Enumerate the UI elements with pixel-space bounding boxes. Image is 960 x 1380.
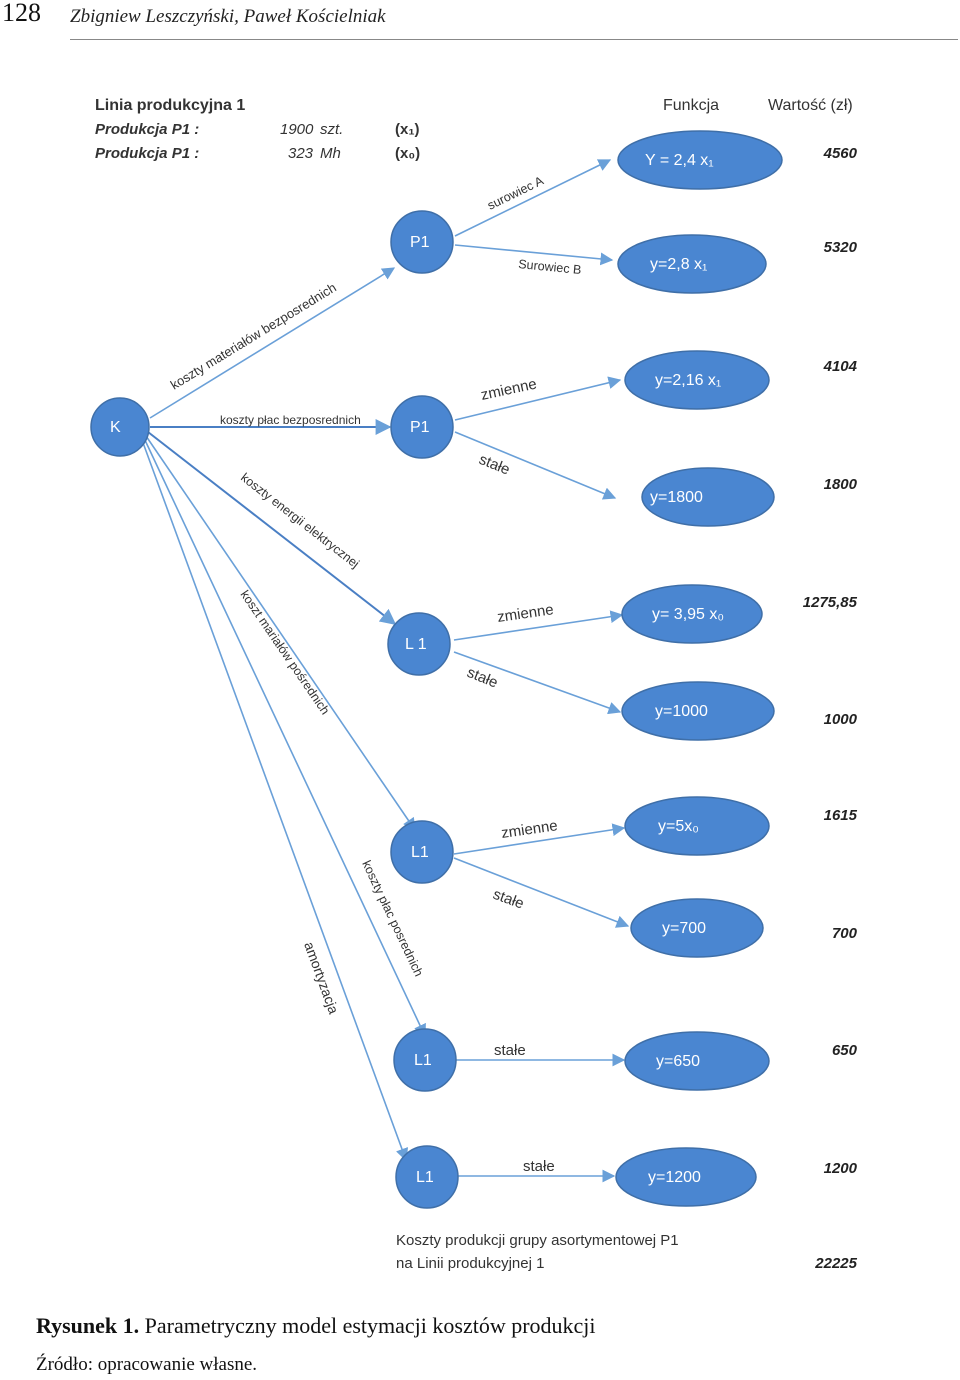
mid-node-l1-depreciation: L1: [395, 1145, 459, 1209]
edge-k-to-l1-depreciation: [141, 439, 409, 1162]
figure-caption: Rysunek 1. Parametryczny model estymacji…: [36, 1313, 596, 1339]
edge-label: zmienne: [500, 817, 559, 842]
production-row-2-unit: Mh: [320, 145, 341, 162]
edge-label: stałe: [491, 886, 527, 913]
function-node: y=2,8 x₁: [617, 234, 767, 294]
edge-l1-stale: [453, 651, 622, 715]
total-value: 22225: [814, 1255, 857, 1272]
page-number: 128: [2, 0, 41, 27]
value-cell: 5320: [824, 239, 858, 256]
mid-node-label: L 1: [405, 636, 427, 653]
figure-source: Źródło: opracowanie własne.: [36, 1354, 258, 1375]
production-row-2-var: (x₀): [395, 145, 420, 162]
value-cell: 700: [832, 925, 858, 942]
mid-node-p1-wages: P1: [390, 395, 454, 459]
mid-node-label: L1: [414, 1052, 432, 1069]
value-cell: 1000: [824, 711, 858, 728]
function-node: y=5x₀: [624, 796, 770, 856]
function-node: Y = 2,4 x₁: [617, 130, 783, 190]
running-header-authors: Zbigniew Leszczyński, Paweł Kościelniak: [70, 6, 386, 27]
mid-node-p1-materials: P1: [390, 210, 454, 274]
function-label: y=650: [656, 1053, 700, 1070]
branch-edges: [453, 159, 630, 1183]
values-column: 4560 5320 4104 1800 1275,85 1000 1615 70…: [803, 145, 858, 1272]
function-label: Y = 2,4 x₁: [645, 152, 714, 169]
figure-caption-text: Parametryczny model estymacji kosztów pr…: [144, 1313, 596, 1338]
production-row-1-label: Produkcja P1 :: [95, 121, 199, 138]
production-row-2-value: 323: [288, 145, 314, 162]
value-cell: 4560: [823, 145, 858, 162]
function-node: y=1200: [615, 1147, 757, 1207]
function-label: y=700: [662, 920, 706, 937]
mid-node-l1-energy: L 1: [387, 612, 451, 676]
production-row-1-unit: szt.: [320, 121, 343, 138]
value-cell: 1800: [824, 476, 858, 493]
value-cell: 650: [832, 1042, 858, 1059]
mid-node-label: P1: [410, 419, 430, 436]
branch-label-energy: koszty energii elektrycznej: [238, 470, 362, 571]
function-label: y=1800: [650, 489, 703, 506]
function-node: y=2,16 x₁: [624, 350, 770, 410]
branch-label-depreciation: amortyzacja: [301, 940, 342, 1017]
edge-l1b-stale: [453, 857, 630, 928]
figure-caption-label: Rysunek 1.: [36, 1313, 140, 1338]
column-header-value: Wartość (zł): [768, 97, 853, 114]
edge-label: stałe: [465, 664, 501, 692]
header-rule: [70, 39, 958, 40]
edge-l1b-zmienne: [453, 823, 626, 855]
line-title: Linia produkcyjna 1: [95, 97, 245, 114]
edge-label: stałe: [477, 451, 513, 479]
root-node: K: [90, 397, 150, 457]
production-row-1-value: 1900: [280, 121, 314, 138]
edge-k-to-l1-energy: [147, 431, 397, 625]
root-edges: [141, 267, 426, 1162]
edge-p1-surowiec-a: [454, 159, 612, 237]
function-label: y=1200: [648, 1169, 701, 1186]
edge-l1-zmienne: [453, 610, 624, 641]
function-node: y=650: [624, 1031, 770, 1091]
edge-label: Surowiec B: [518, 257, 582, 277]
value-cell: 4104: [823, 358, 858, 375]
edge-k-to-p1-materials: [149, 267, 396, 419]
function-label: y=2,16 x₁: [655, 372, 721, 389]
function-node: y=1000: [621, 681, 775, 741]
total-label-line-2: na Linii produkcyjnej 1: [396, 1255, 544, 1272]
edge-label: stałe: [494, 1042, 526, 1059]
edge-label: stałe: [523, 1158, 555, 1175]
function-node: y=1800: [641, 467, 775, 527]
function-label: y=5x₀: [658, 818, 699, 835]
mid-node-l1-materials-indirect: L1: [390, 820, 454, 884]
edge-p1-zmienne: [454, 376, 622, 421]
total-label-line-1: Koszty produkcji grupy asortymentowej P1: [396, 1232, 679, 1249]
mid-node-l1-wages-indirect: L1: [393, 1028, 457, 1092]
mid-node-label: L1: [416, 1169, 434, 1186]
function-label: y=2,8 x₁: [650, 256, 707, 273]
mid-node-label: L1: [411, 844, 429, 861]
edge-p1-surowiec-b: [454, 244, 614, 266]
function-label: y=1000: [655, 703, 708, 720]
edge-k-to-l1-wages-indirect: [143, 437, 426, 1038]
edge-label: zmienne: [479, 375, 538, 403]
column-header-function: Funkcja: [663, 97, 719, 114]
root-node-label: K: [110, 419, 121, 436]
edge-p1-stale: [454, 431, 617, 500]
function-node: y= 3,95 x₀: [621, 584, 763, 644]
mid-node-label: P1: [410, 234, 430, 251]
production-row-1-var: (x₁): [395, 121, 420, 138]
function-node: y=700: [630, 898, 764, 958]
edge-k-to-l1-materials-indirect: [145, 435, 416, 832]
cost-tree-diagram: Linia produkcyjna 1 Produkcja P1 : 1900 …: [90, 97, 858, 1272]
branch-label-wages: koszty płac bezposrednich: [220, 413, 361, 427]
function-label: y= 3,95 x₀: [652, 606, 724, 623]
production-row-2-label: Produkcja P1 :: [95, 145, 199, 162]
value-cell: 1200: [824, 1160, 858, 1177]
value-cell: 1275,85: [803, 594, 858, 611]
value-cell: 1615: [824, 807, 858, 824]
edge-label: zmienne: [496, 601, 555, 626]
branch-label-materials-indirect: koszt mariałów pośrednich: [238, 588, 333, 717]
branch-label-materials: koszty materiałów bezposrednich: [168, 280, 339, 393]
